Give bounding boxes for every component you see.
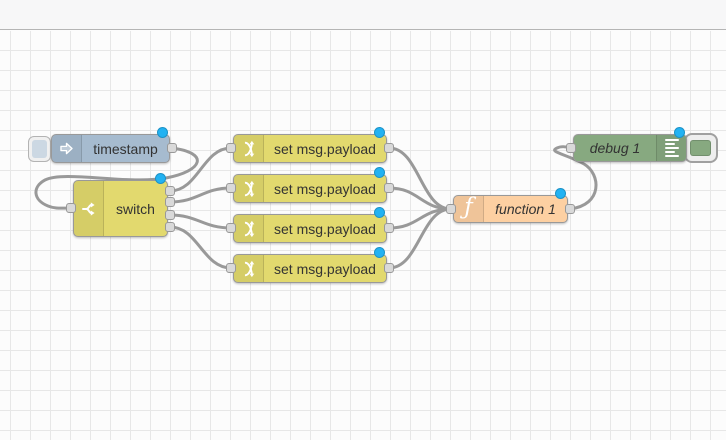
wire-switch-out3-to-change3[interactable] <box>168 213 233 230</box>
node-label: switch <box>116 200 155 217</box>
node-label: debug 1 <box>589 140 641 156</box>
changed-indicator <box>374 127 385 138</box>
changed-indicator <box>374 207 385 218</box>
node-inject-timestamp[interactable]: timestamp <box>51 134 170 163</box>
change-icon <box>234 255 264 282</box>
port-change4-out[interactable] <box>384 263 394 273</box>
inject-button-inner <box>32 140 47 158</box>
port-change1-in[interactable] <box>226 143 236 153</box>
port-switch-out3[interactable] <box>165 210 175 220</box>
node-debug-1[interactable]: debug 1 <box>573 134 687 162</box>
changed-indicator <box>555 188 566 199</box>
node-label: set msg.payload <box>274 220 376 237</box>
wire-switch-out4-to-change4[interactable] <box>168 225 233 270</box>
port-switch-out4[interactable] <box>165 222 175 232</box>
port-timestamp-out[interactable] <box>167 143 177 153</box>
port-change2-out[interactable] <box>384 183 394 193</box>
changed-indicator <box>674 127 685 138</box>
node-change-1[interactable]: set msg.payload <box>233 134 387 163</box>
node-label: set msg.payload <box>274 180 376 197</box>
port-switch-in[interactable] <box>66 203 76 213</box>
port-debug-in[interactable] <box>566 143 576 153</box>
node-change-2[interactable]: set msg.payload <box>233 174 387 203</box>
port-switch-out1[interactable] <box>165 186 175 196</box>
function-icon: ƒ <box>454 196 484 222</box>
debug-console-icon <box>656 135 686 161</box>
port-change3-in[interactable] <box>226 223 236 233</box>
node-function-1[interactable]: ƒ function 1 <box>453 195 568 223</box>
changed-indicator <box>374 247 385 258</box>
port-function-in[interactable] <box>446 204 456 214</box>
changed-indicator <box>155 173 166 184</box>
wire-switch-out2-to-change2[interactable] <box>168 186 233 204</box>
node-label: set msg.payload <box>274 140 376 157</box>
port-change2-in[interactable] <box>226 183 236 193</box>
debug-enable-toggle[interactable] <box>684 133 718 163</box>
changed-indicator <box>157 127 168 138</box>
changed-indicator <box>374 167 385 178</box>
wire-function-to-debug[interactable] <box>553 145 598 211</box>
wire-timestamp-to-switch[interactable] <box>34 146 199 210</box>
wire-switch-out1-to-change1[interactable] <box>168 146 233 193</box>
node-label: function 1 <box>495 201 556 217</box>
header-strip <box>0 0 726 30</box>
inject-button[interactable] <box>28 136 51 162</box>
node-change-4[interactable]: set msg.payload <box>233 254 387 283</box>
node-change-3[interactable]: set msg.payload <box>233 214 387 243</box>
debug-toggle-inner <box>690 140 711 156</box>
wire-change4-to-function[interactable] <box>387 207 453 270</box>
wire-change1-to-function[interactable] <box>387 146 453 211</box>
inject-icon <box>52 135 82 162</box>
change-icon <box>234 135 264 162</box>
port-change1-out[interactable] <box>384 143 394 153</box>
node-switch[interactable]: switch <box>73 180 168 237</box>
node-label: timestamp <box>93 140 158 157</box>
node-label: set msg.payload <box>274 260 376 277</box>
port-switch-out2[interactable] <box>165 197 175 207</box>
port-function-out[interactable] <box>565 204 575 214</box>
port-change4-in[interactable] <box>226 263 236 273</box>
switch-icon <box>74 181 104 236</box>
port-change3-out[interactable] <box>384 223 394 233</box>
change-icon <box>234 175 264 202</box>
change-icon <box>234 215 264 242</box>
